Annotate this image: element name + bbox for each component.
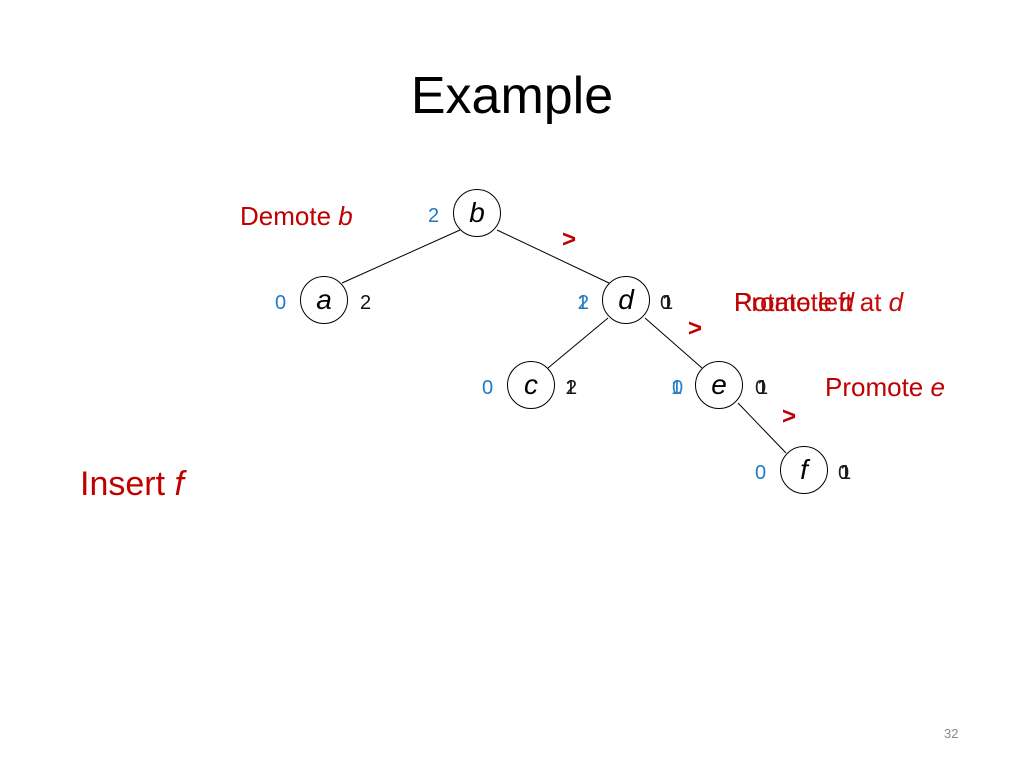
- violation-arrow-d-e: >: [688, 315, 703, 342]
- rank-d-right-2: 1: [662, 292, 674, 314]
- annotation-insert-f: Insert f: [80, 467, 184, 501]
- annotation-demote-b: Demote b: [240, 203, 353, 229]
- tree-node-d: d: [602, 276, 650, 324]
- rank-f-left: 0: [755, 462, 767, 484]
- annotation-promote-e: Promote e: [825, 374, 945, 400]
- tree-node-a: a: [300, 276, 348, 324]
- tree-node-b: b: [453, 189, 501, 237]
- rank-e-left-1: 1: [671, 377, 683, 399]
- slide-title: Example: [410, 67, 614, 125]
- rank-e-right-2: 1: [757, 377, 769, 399]
- node-label-f: f: [800, 454, 808, 485]
- rank-b-left: 2: [428, 205, 440, 227]
- violation-arrow-b-d: >: [562, 226, 577, 253]
- annotation-rotate-left-d-prefix: Rotate left at: [734, 287, 889, 317]
- rank-d-right-1: 0: [660, 292, 672, 314]
- annotation-rotate-left-d: Rotate left at d: [734, 289, 903, 315]
- rank-a-right: 2: [360, 292, 372, 314]
- annotation-insert-f-prefix: Insert: [80, 465, 175, 503]
- node-label-c: c: [524, 369, 538, 400]
- violation-arrow-e-f: >: [782, 403, 797, 430]
- rank-f-right-2: 1: [840, 462, 852, 484]
- annotation-demote-b-var: b: [338, 201, 353, 231]
- tree-node-c: c: [507, 361, 555, 409]
- node-label-b: b: [469, 197, 485, 228]
- annotation-promote-d: Promote d: [734, 289, 854, 315]
- edge-b-a: [341, 229, 461, 284]
- annotation-promote-e-prefix: Promote: [825, 372, 931, 402]
- node-label-a: a: [316, 284, 332, 315]
- rank-d-left-1: 1: [577, 292, 589, 314]
- slide-number: 32: [944, 726, 959, 741]
- rank-c-left: 0: [482, 377, 494, 399]
- edge-d-c: [547, 317, 609, 369]
- annotation-rotate-left-d-var: d: [888, 287, 904, 317]
- tree-node-e: e: [695, 361, 743, 409]
- annotation-promote-d-prefix: Promote: [734, 287, 840, 317]
- rank-e-right-1: 0: [755, 377, 767, 399]
- annotation-demote-b-prefix: Demote: [240, 201, 339, 231]
- annotation-promote-d-var: d: [839, 287, 854, 317]
- edge-d-e: [644, 317, 703, 369]
- rank-c-right-1: 1: [565, 377, 577, 399]
- tree-node-f: f: [780, 446, 828, 494]
- rank-c-right-2: 2: [566, 377, 578, 399]
- node-label-d: d: [618, 284, 634, 315]
- node-label-e: e: [711, 369, 727, 400]
- rank-f-right-1: 0: [838, 462, 850, 484]
- edge-e-f: [737, 402, 787, 454]
- rank-e-left-2: 0: [672, 377, 684, 399]
- edge-b-d: [496, 229, 610, 284]
- annotation-promote-e-var: e: [930, 372, 945, 402]
- annotation-insert-f-var: f: [174, 465, 184, 503]
- rank-a-left: 0: [275, 292, 287, 314]
- rank-d-left-2: 2: [578, 292, 590, 314]
